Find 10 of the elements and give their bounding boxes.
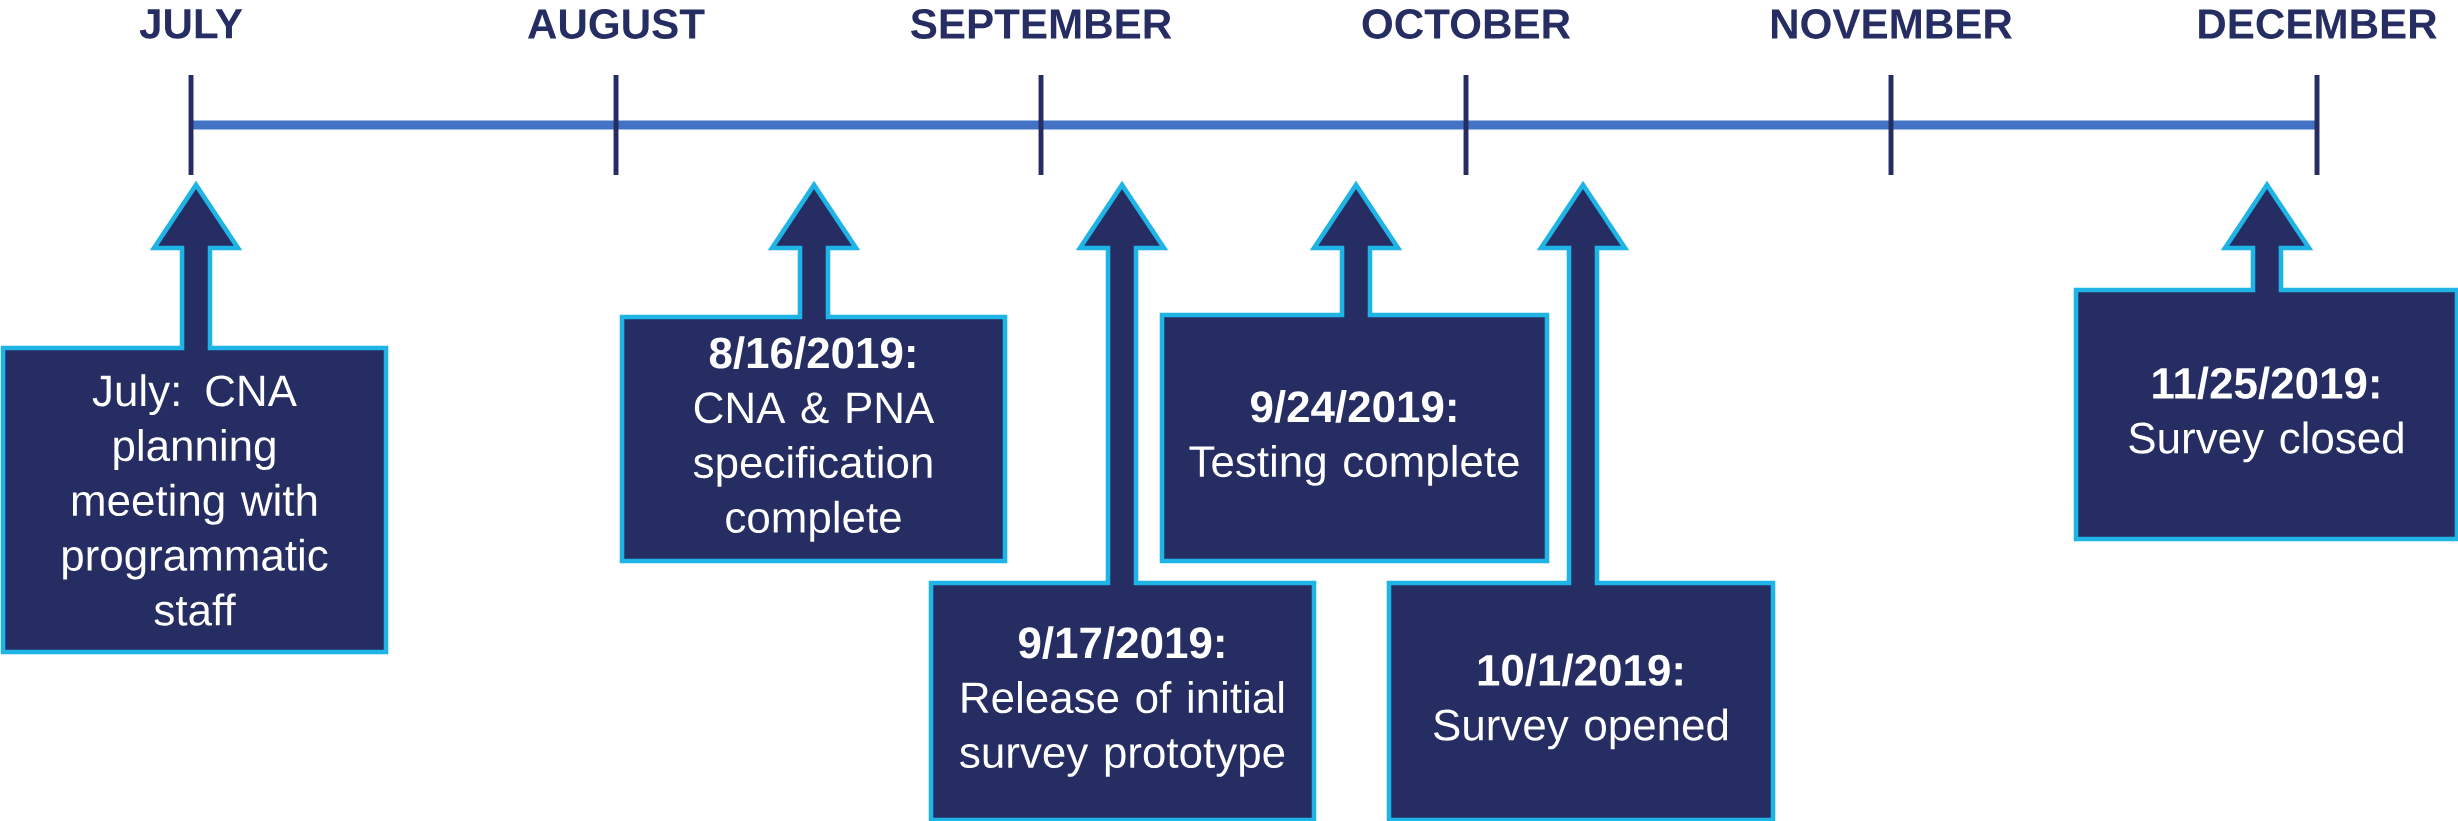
month-label: AUGUST xyxy=(528,9,705,39)
arrow-callout: 11/25/2019: Survey closed xyxy=(2073,180,2458,542)
arrow-callout: 8/16/2019: CNA & PNA specification complete xyxy=(619,180,1008,564)
month-label: OCTOBER xyxy=(1362,9,1571,39)
month-label: DECEMBER xyxy=(2199,9,2437,39)
month-label: SEPTEMBER xyxy=(911,9,1172,39)
arrow-callout: July: CNA planning meeting with programmatic staff xyxy=(0,180,389,655)
month-label: JULY xyxy=(139,9,243,39)
arrow-callout: 9/24/2019: Testing complete xyxy=(1159,180,1550,564)
month-label: NOVEMBER xyxy=(1771,9,2012,39)
